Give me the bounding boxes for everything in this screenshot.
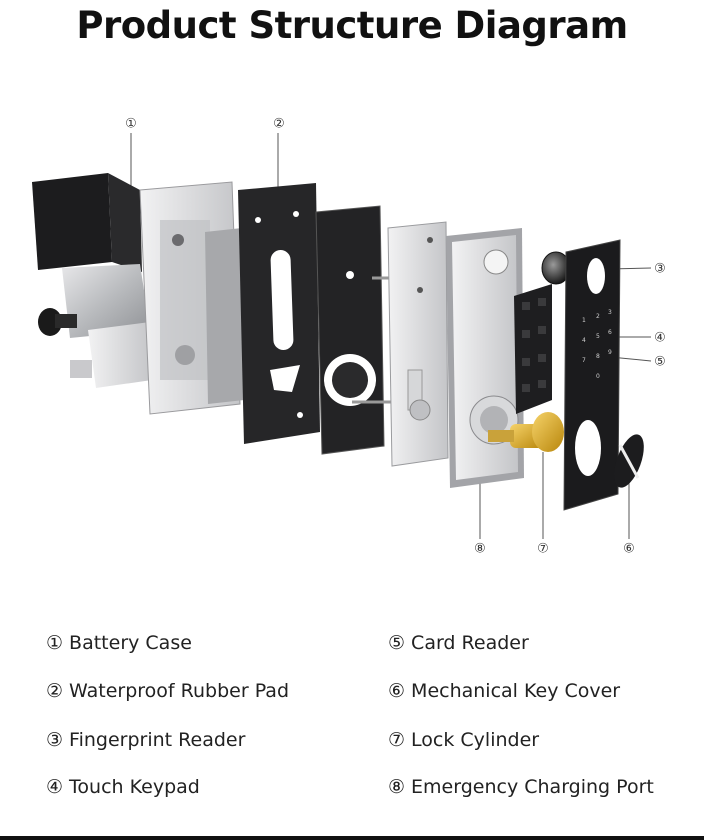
callout-3: ③ [654,262,666,277]
legend-label: Lock Cylinder [411,729,540,751]
legend-number: ② [46,680,64,702]
callout-5: ⑤ [654,355,666,370]
legend-label: Fingerprint Reader [69,729,246,751]
keypad-digit: 0 [596,373,600,380]
bottom-divider [0,836,704,840]
keypad-circuit-board [514,284,552,414]
keypad-digit: 9 [608,349,612,356]
callout-8: ⑧ [474,542,486,557]
mounting-plate-part [387,221,449,467]
touch-keypad-panel: 1 2 3 4 5 6 7 8 9 0 [563,239,621,511]
callout-1: ① [125,117,137,132]
legend-label: Touch Keypad [69,776,200,798]
front-frame-part [446,228,524,488]
legend-label: Battery Case [69,632,192,654]
legend-label: Emergency Charging Port [411,776,654,798]
keypad-digit: 1 [582,317,586,324]
diagram-title: Product Structure Diagram [76,4,628,47]
keypad-digit: 8 [596,353,600,360]
back-plate-part [315,205,392,455]
callout-6: ⑥ [623,542,635,557]
keypad-digit: 3 [608,309,612,316]
legend-number: ⑤ [388,632,406,654]
callout-7: ⑦ [537,542,549,557]
legend-number: ⑦ [388,729,406,751]
keypad-digit: 5 [596,333,600,340]
key-cover-part [614,434,644,488]
callout-4: ④ [654,331,666,346]
exploded-lock-diagram: 1 2 3 4 5 6 7 8 9 0 ① ② ③ ④ ⑤ ⑥ ⑦ ⑧ [32,117,666,557]
lock-cylinder-part [488,412,564,452]
battery-case-part [32,173,244,415]
callout-2: ② [273,117,285,132]
legend-label: Waterproof Rubber Pad [69,680,290,702]
legend-number: ③ [46,729,64,751]
keypad-digit: 2 [596,313,600,320]
legend-label: Card Reader [411,632,529,654]
legend-label: Mechanical Key Cover [411,680,621,702]
keypad-digit: 4 [582,337,586,344]
legend-number: ④ [46,776,64,798]
keypad-digit: 7 [582,357,586,364]
legend-number: ⑥ [388,680,406,702]
rubber-pad-part [238,183,320,444]
legend-number: ⑧ [388,776,406,798]
keypad-digit: 6 [608,329,612,336]
legend-number: ① [46,632,64,654]
